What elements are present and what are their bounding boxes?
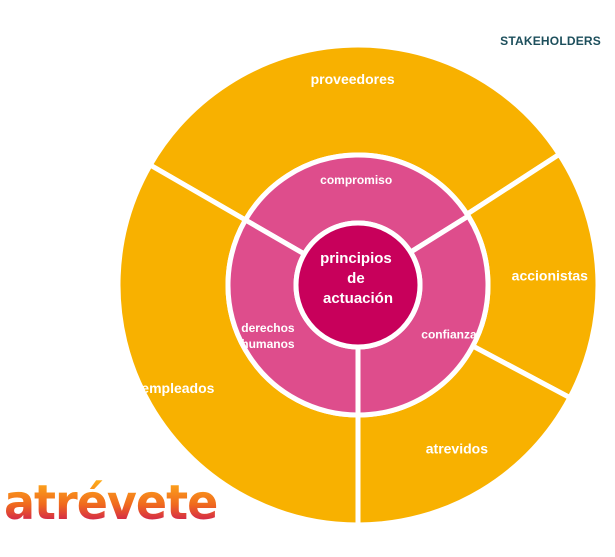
core-label-line-1: principios [320,250,392,267]
label-line: accionistas [512,267,588,283]
label-proveedores: proveedores [311,71,395,87]
label-atrevidos: atrevidos [426,440,488,456]
label-line: confianza [421,328,477,342]
outer-ring: proveedores accionistas atrevidos empleados [115,42,601,528]
label-line: compromiso [320,173,392,187]
core-label-line-3: actuación [323,290,393,307]
core-label-line-2: de [347,270,365,287]
core-circle [293,220,423,350]
label-line: empleados [141,380,214,396]
core-label: principios de actuación [320,250,396,307]
label-line: derechos [241,321,295,335]
core-circle-group: principios de actuación [293,220,423,350]
atrevete-logo: atrévete [4,473,218,531]
label-line: atrevidos [426,440,488,456]
label-compromiso: compromiso [320,173,392,187]
label-confianza: confianza [421,328,477,342]
label-empleados: empleados [141,380,214,396]
label-accionistas: accionistas [512,267,588,283]
label-line: proveedores [311,71,395,87]
page-title: STAKEHOLDERS [500,34,601,48]
label-derechos-humanos: derechos humanos [241,321,295,351]
label-line: humanos [241,337,295,351]
